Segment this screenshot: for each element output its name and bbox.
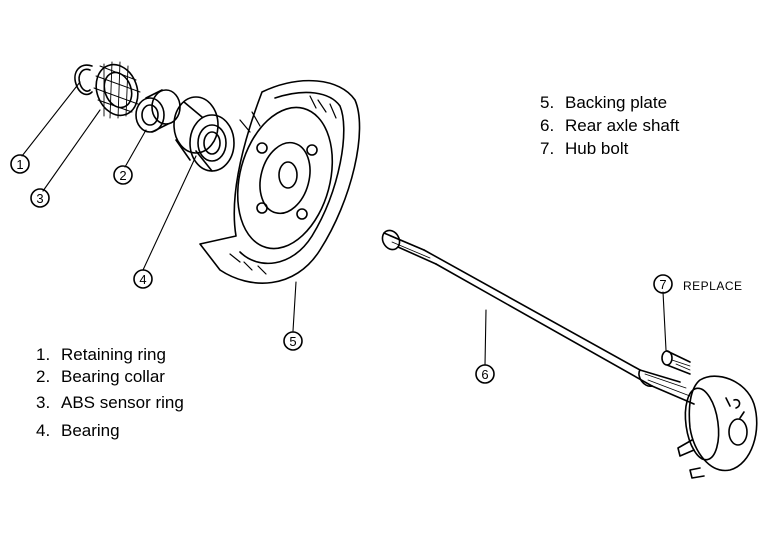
legend-item: 1.Retaining ring bbox=[36, 345, 166, 364]
callout-6: 6 bbox=[475, 364, 495, 384]
callout-4: 4 bbox=[133, 269, 153, 289]
legend-item: 6.Rear axle shaft bbox=[540, 116, 680, 135]
rear-axle-shaft bbox=[381, 229, 695, 405]
legend-item: 4.Bearing bbox=[36, 421, 120, 440]
callout-7: 7 bbox=[653, 274, 673, 294]
abs-sensor-ring bbox=[93, 61, 141, 119]
bearing bbox=[173, 96, 235, 172]
legend-left: 1.Retaining ring 2.Bearing collar 3.ABS … bbox=[36, 344, 184, 442]
retaining-ring bbox=[74, 64, 93, 96]
svg-text:7: 7 bbox=[659, 277, 666, 292]
legend-item: 2.Bearing collar bbox=[36, 367, 165, 386]
backing-plate bbox=[199, 79, 361, 284]
legend-item: 3.ABS sensor ring bbox=[36, 393, 184, 412]
legend-item: 5.Backing plate bbox=[540, 93, 668, 112]
svg-text:2: 2 bbox=[119, 168, 126, 183]
hub-bolt bbox=[661, 350, 691, 375]
legend-item: 7.Hub bolt bbox=[540, 139, 629, 158]
svg-text:1: 1 bbox=[16, 157, 23, 172]
svg-text:3: 3 bbox=[36, 191, 43, 206]
leader-lines bbox=[21, 81, 667, 366]
svg-text:6: 6 bbox=[481, 367, 488, 382]
replace-note: REPLACE bbox=[683, 279, 743, 293]
svg-text:4: 4 bbox=[139, 272, 146, 287]
callout-1: 1 bbox=[10, 154, 30, 174]
callout-5: 5 bbox=[283, 331, 303, 351]
callout-2: 2 bbox=[113, 165, 133, 185]
legend-right: 5.Backing plate 6.Rear axle shaft 7.Hub … bbox=[540, 92, 679, 161]
callout-3: 3 bbox=[30, 188, 50, 208]
hub-flange bbox=[677, 375, 758, 479]
svg-text:5: 5 bbox=[289, 334, 296, 349]
